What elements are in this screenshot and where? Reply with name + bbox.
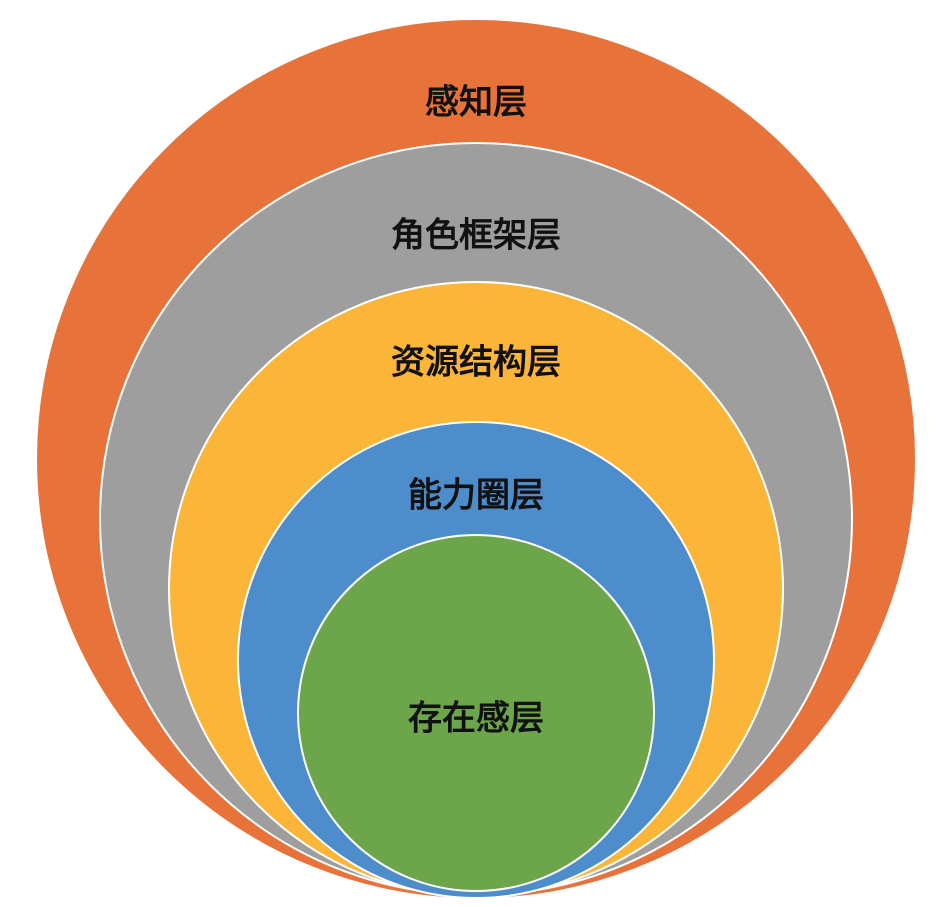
layer-label-perception: 感知层	[425, 83, 527, 123]
layer-label-presence: 存在感层	[408, 699, 544, 739]
layer-label-capability: 能力圈层	[408, 476, 544, 516]
layer-label-role-framework: 角色框架层	[391, 216, 561, 256]
layer-presence	[297, 534, 655, 892]
layer-circle-presence	[297, 534, 655, 892]
layer-label-resource-structure: 资源结构层	[391, 343, 561, 383]
